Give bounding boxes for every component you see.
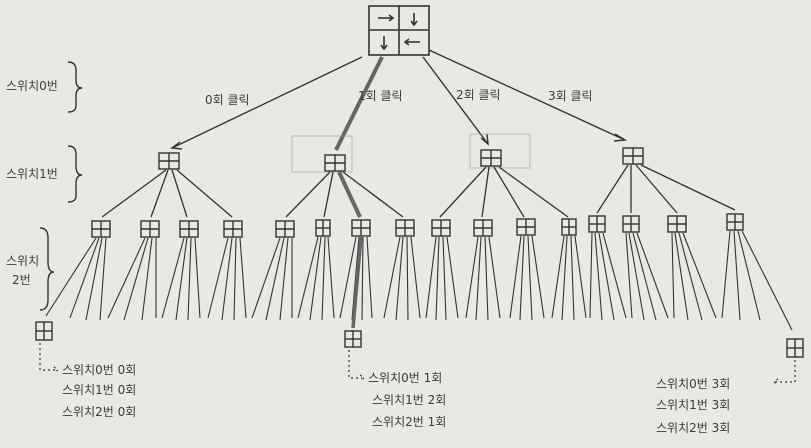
- leaf-nodes: [35, 321, 804, 358]
- level2-node: [622, 215, 640, 233]
- root-grid-node: [368, 5, 430, 56]
- note-left-line-1: 스위치1번 0회: [62, 383, 136, 397]
- level1-edges: [101, 164, 736, 218]
- level1-node-2: [480, 149, 502, 167]
- level-label-switch0: 스위치0번: [6, 61, 83, 113]
- note-left-line-2: 스위치2번 0회: [62, 405, 136, 419]
- edge-label-click0: 0회 클릭: [205, 93, 250, 107]
- level2-node: [395, 219, 415, 237]
- level2-node: [431, 219, 451, 237]
- bracket: [39, 227, 55, 311]
- level-label-switch2: 스위치 2번: [6, 227, 55, 311]
- edge-label-click3: 3회 클릭: [548, 89, 593, 103]
- bracket: [67, 61, 83, 113]
- level1-node-1: [324, 154, 346, 172]
- level1-node-0: [158, 152, 180, 170]
- highlighted-edge: [334, 56, 384, 151]
- level2-node: [588, 215, 606, 233]
- note-right-line-1: 스위치1번 3회: [656, 398, 730, 412]
- level2-node: [275, 220, 295, 238]
- level2-node: [179, 220, 199, 238]
- level2-node: [516, 218, 536, 236]
- level1-node-3: [622, 147, 644, 165]
- faint-box: [469, 133, 531, 169]
- note-left-line-0: 스위치0번 0회: [62, 363, 136, 377]
- note-middle-line-0: 스위치0번 1회: [368, 371, 442, 385]
- note-middle: 스위치0번 1회 스위치1번 2회 스위치2번 1회: [368, 371, 446, 429]
- bracket: [67, 145, 83, 203]
- note-middle-line-1: 스위치1번 2회: [372, 393, 446, 407]
- switch2-label-line1: 스위치: [6, 254, 39, 268]
- level2-node: [140, 220, 160, 238]
- level2-node: [561, 218, 577, 236]
- level2-nodes: [91, 213, 744, 238]
- level2-node: [726, 213, 744, 231]
- level2-node: [473, 219, 493, 237]
- note-middle-line-2: 스위치2번 1회: [372, 415, 446, 429]
- level2-node: [351, 219, 371, 237]
- leaf-node-first: [35, 321, 53, 341]
- root-edges: [170, 49, 628, 151]
- note-left: 스위치0번 0회 스위치1번 0회 스위치2번 0회: [62, 363, 136, 419]
- note-leaders: [39, 343, 796, 386]
- level2-node: [315, 219, 331, 237]
- edge-label-click1: 1회 클릭: [358, 89, 403, 103]
- leaf-node-last: [786, 338, 804, 358]
- switch2-label-line2: 2번: [12, 273, 31, 287]
- note-right: 스위치0번 3회 스위치1번 3회 스위치2번 3회: [656, 377, 730, 435]
- switch1-label: 스위치1번: [6, 167, 58, 181]
- highlighted-edge: [351, 236, 363, 329]
- highlighted-edge: [337, 171, 362, 218]
- level2-node: [667, 215, 687, 233]
- level2-node: [223, 220, 243, 238]
- leaf-node-middle: [344, 330, 362, 348]
- level-label-switch1: 스위치1번: [6, 145, 83, 203]
- switch0-label: 스위치0번: [6, 79, 58, 93]
- leaf-edges: [45, 230, 793, 331]
- edge-label-click2: 2회 클릭: [456, 88, 501, 102]
- level1-nodes: [158, 133, 644, 173]
- faint-box: [291, 135, 353, 173]
- note-right-line-0: 스위치0번 3회: [656, 377, 730, 391]
- level2-node: [91, 220, 111, 238]
- note-right-line-2: 스위치2번 3회: [656, 421, 730, 435]
